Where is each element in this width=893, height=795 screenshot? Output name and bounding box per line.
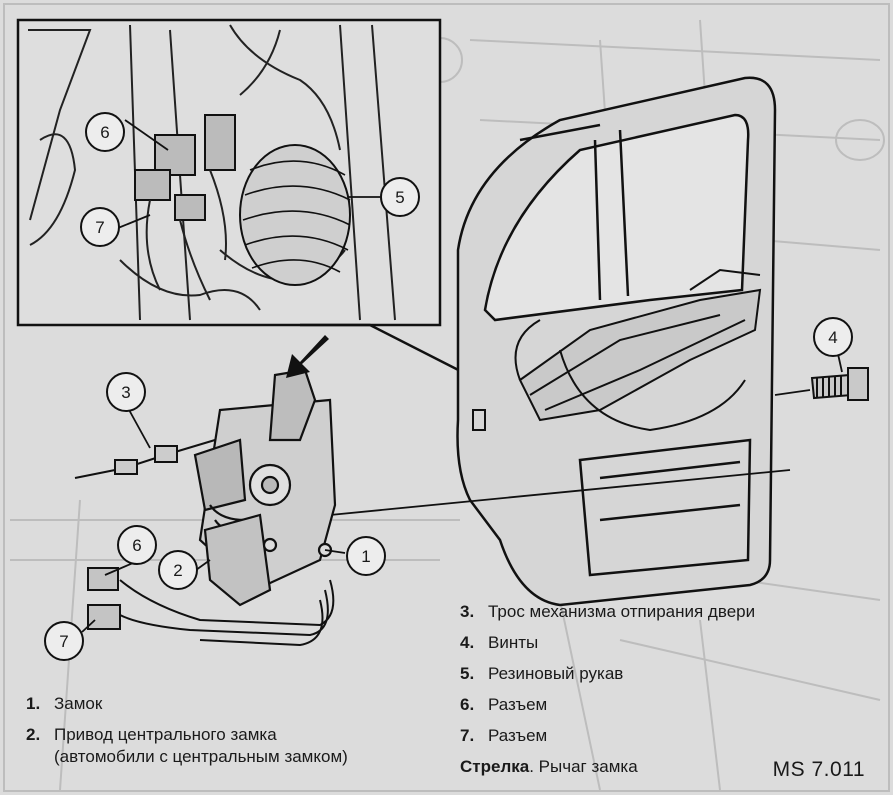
- callout-2-label: 2: [173, 561, 182, 580]
- inset-detail: [16, 18, 442, 327]
- callout-6-label: 6: [132, 536, 141, 555]
- wiring-harness: [119, 579, 335, 647]
- callout-6-inset: 6: [85, 112, 125, 152]
- window-regulator: [514, 268, 762, 432]
- callout-7-inset-label: 7: [95, 218, 104, 237]
- screw: [810, 367, 869, 401]
- legend-right: 3. Трос механизма отпирания двери 4. Винты…: [460, 601, 755, 787]
- legend-item-7: 7. Разъем: [460, 725, 755, 756]
- callout-1: 1: [346, 536, 386, 576]
- legend-label: Трос механизма отпирания двери: [488, 602, 756, 621]
- callout-5-label: 5: [395, 188, 404, 207]
- legend-item-1: 1. Замок: [26, 693, 348, 724]
- legend-item-6: 6. Разъем: [460, 694, 755, 725]
- legend-item-arrow: Стрелка. Рычаг замка: [460, 756, 755, 787]
- legend-num: 2.: [26, 725, 41, 744]
- release-cable: [74, 439, 216, 479]
- callout-3-label: 3: [121, 383, 130, 402]
- legend-item-2: 2. Привод центрального замка: [26, 724, 348, 746]
- lock-lever-arrow: [286, 335, 329, 378]
- callout-6: 6: [117, 525, 157, 565]
- legend-label: Винты: [488, 633, 539, 652]
- legend-label: . Рычаг замка: [529, 757, 638, 776]
- callout-4-label: 4: [828, 328, 837, 347]
- legend-label: Разъем: [488, 695, 548, 714]
- lock-assembly: [193, 368, 337, 607]
- connectors: [87, 567, 121, 630]
- legend-label-continued: (автомобили с центральным замком): [54, 747, 348, 766]
- legend-label: Разъем: [488, 726, 548, 745]
- legend-label: Привод центрального замка: [54, 725, 277, 744]
- legend-num: 7.: [460, 726, 475, 745]
- callout-7-label: 7: [59, 632, 68, 651]
- callout-7-inset: 7: [80, 207, 120, 247]
- legend-item-4: 4. Винты: [460, 632, 755, 663]
- legend-label: Замок: [54, 694, 103, 713]
- legend-num: 1.: [26, 694, 41, 713]
- legend-item-2-cont: (автомобили с центральным замком): [26, 746, 348, 768]
- legend-label: Резиновый рукав: [488, 664, 624, 683]
- legend-num: 6.: [460, 695, 475, 714]
- legend-num: 4.: [460, 633, 475, 652]
- callout-5: 5: [380, 177, 420, 217]
- callout-2: 2: [158, 550, 198, 590]
- figure-code: MS 7.011: [772, 758, 865, 781]
- legend-arrow-term: Стрелка: [460, 757, 530, 776]
- inset-pointer-line: [300, 323, 479, 382]
- legend-item-3: 3. Трос механизма отпирания двери: [460, 601, 755, 632]
- callout-3: 3: [106, 372, 146, 412]
- legend-num: 3.: [460, 602, 475, 621]
- legend-left: 1. Замок 2. Привод центрального замка (авт…: [26, 693, 348, 768]
- callout-7: 7: [44, 621, 84, 661]
- callout-6-inset-label: 6: [100, 123, 109, 142]
- legend-num: 5.: [460, 664, 475, 683]
- legend-item-5: 5. Резиновый рукав: [460, 663, 755, 694]
- lock-to-door-line: [329, 469, 791, 516]
- callout-4: 4: [813, 317, 853, 357]
- callout-1-label: 1: [361, 547, 370, 566]
